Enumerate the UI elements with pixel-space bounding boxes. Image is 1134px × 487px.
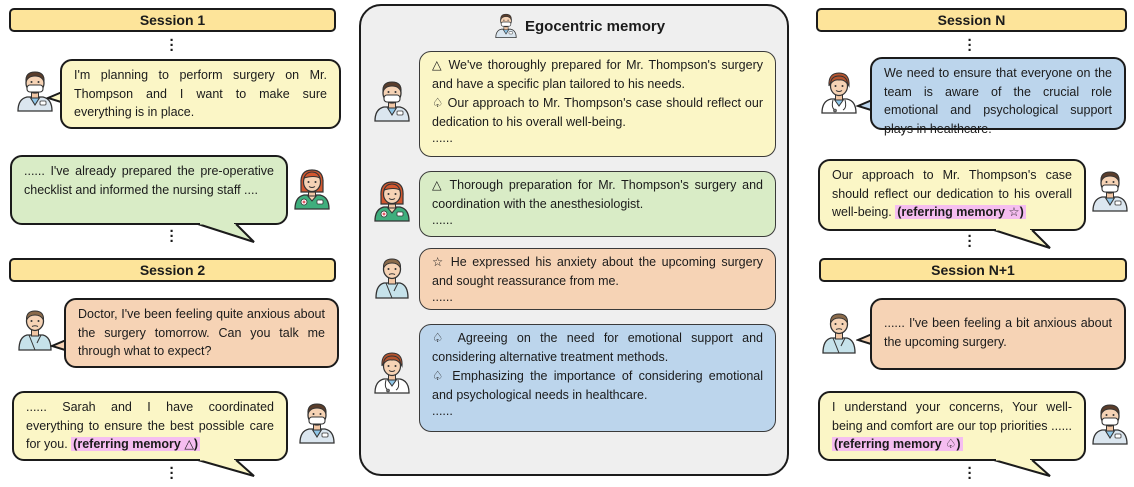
bubble-tail [993,228,1051,249]
memory-more: ...... [432,131,453,145]
nurse-avatar [372,178,412,222]
memory-card-nurse: △ Thorough preparation for Mr. Thompson'… [419,171,776,237]
memory-card-patient: ☆ He expressed his anxiety about the upc… [419,248,776,310]
sn1-patient-text: ...... I've been feeling a bit anxious a… [884,316,1112,349]
session-1-header: Session 1 [9,8,336,32]
session-n-header: Session N [816,8,1127,32]
sn-doctor-bubble: Our approach to Mr. Thompson's case shou… [818,159,1086,231]
s2-doctor-bubble: ...... Sarah and I have coordinated ever… [12,391,288,461]
ellipsis-dots: ··· [967,32,973,59]
memory-entry: △ Thorough preparation for Mr. Thompson'… [432,178,763,211]
sn-doctor-text: Our approach to Mr. Thompson's case shou… [832,168,1072,219]
s2-doctor-text: ...... Sarah and I have coordinated ever… [26,400,274,451]
doctor-avatar [1090,401,1130,445]
sn1-doctor-bubble: I understand your concerns, Your well-be… [818,391,1086,461]
doctor-avatar [494,11,518,39]
ellipsis-dots: ··· [967,228,973,255]
colleague-doctor-avatar [819,70,859,114]
s1-doctor-bubble: I'm planning to perform surgery on Mr. T… [60,59,341,129]
s1-nurse-text: ...... I've already prepared the pre-ope… [24,164,274,197]
memory-entry: ☆ He expressed his anxiety about the upc… [432,255,763,288]
memory-card-colleague: ♤ Agreeing on the need for emotional sup… [419,324,776,432]
memory-entry: ♤ Emphasizing the importance of consider… [432,369,763,402]
s2-memory-reference: (referring memory △) [71,437,201,451]
memory-more: ...... [432,290,453,304]
patient-avatar [819,310,859,354]
sn-memory-reference: (referring memory ☆) [895,205,1026,219]
ellipsis-dots: ··· [967,460,973,487]
memory-entry: ♤ Agreeing on the need for emotional sup… [432,331,763,364]
patient-avatar [15,307,55,351]
memory-more: ...... [432,404,453,418]
memory-title: Egocentric memory [525,18,666,35]
bubble-tail [197,458,255,477]
sn1-patient-bubble: ...... I've been feeling a bit anxious a… [870,298,1126,370]
bubble-tail [993,458,1051,477]
sn-colleague-bubble: We need to ensure that everyone on the t… [870,57,1126,136]
doctor-avatar [372,78,412,122]
s1-doctor-text: I'm planning to perform surgery on Mr. T… [74,68,327,119]
s1-nurse-bubble: ...... I've already prepared the pre-ope… [10,155,288,225]
sn1-doctor-text: I understand your concerns, Your well-be… [832,400,1072,433]
colleague-doctor-avatar [372,350,412,394]
patient-avatar [372,255,412,299]
memory-more: ...... [432,213,453,227]
ellipsis-dots: ··· [169,32,175,59]
ellipsis-dots: ··· [169,223,175,250]
bubble-tail [197,222,255,243]
memory-entry: △ We've thoroughly prepared for Mr. Thom… [432,58,763,91]
sn1-memory-reference: (referring memory ♤) [832,437,963,451]
session-2-header: Session 2 [9,258,336,282]
nurse-avatar [292,166,332,210]
memory-entry: ♤ Our approach to Mr. Thompson's case sh… [432,96,763,129]
doctor-avatar [297,400,337,444]
s2-patient-bubble: Doctor, I've been feeling quite anxious … [64,298,339,368]
ellipsis-dots: ··· [169,460,175,487]
memory-card-doctor: △ We've thoroughly prepared for Mr. Thom… [419,51,776,157]
doctor-avatar [1090,168,1130,212]
s2-patient-text: Doctor, I've been feeling quite anxious … [78,307,325,358]
session-n1-header: Session N+1 [819,258,1127,282]
sn-colleague-text: We need to ensure that everyone on the t… [884,66,1112,136]
